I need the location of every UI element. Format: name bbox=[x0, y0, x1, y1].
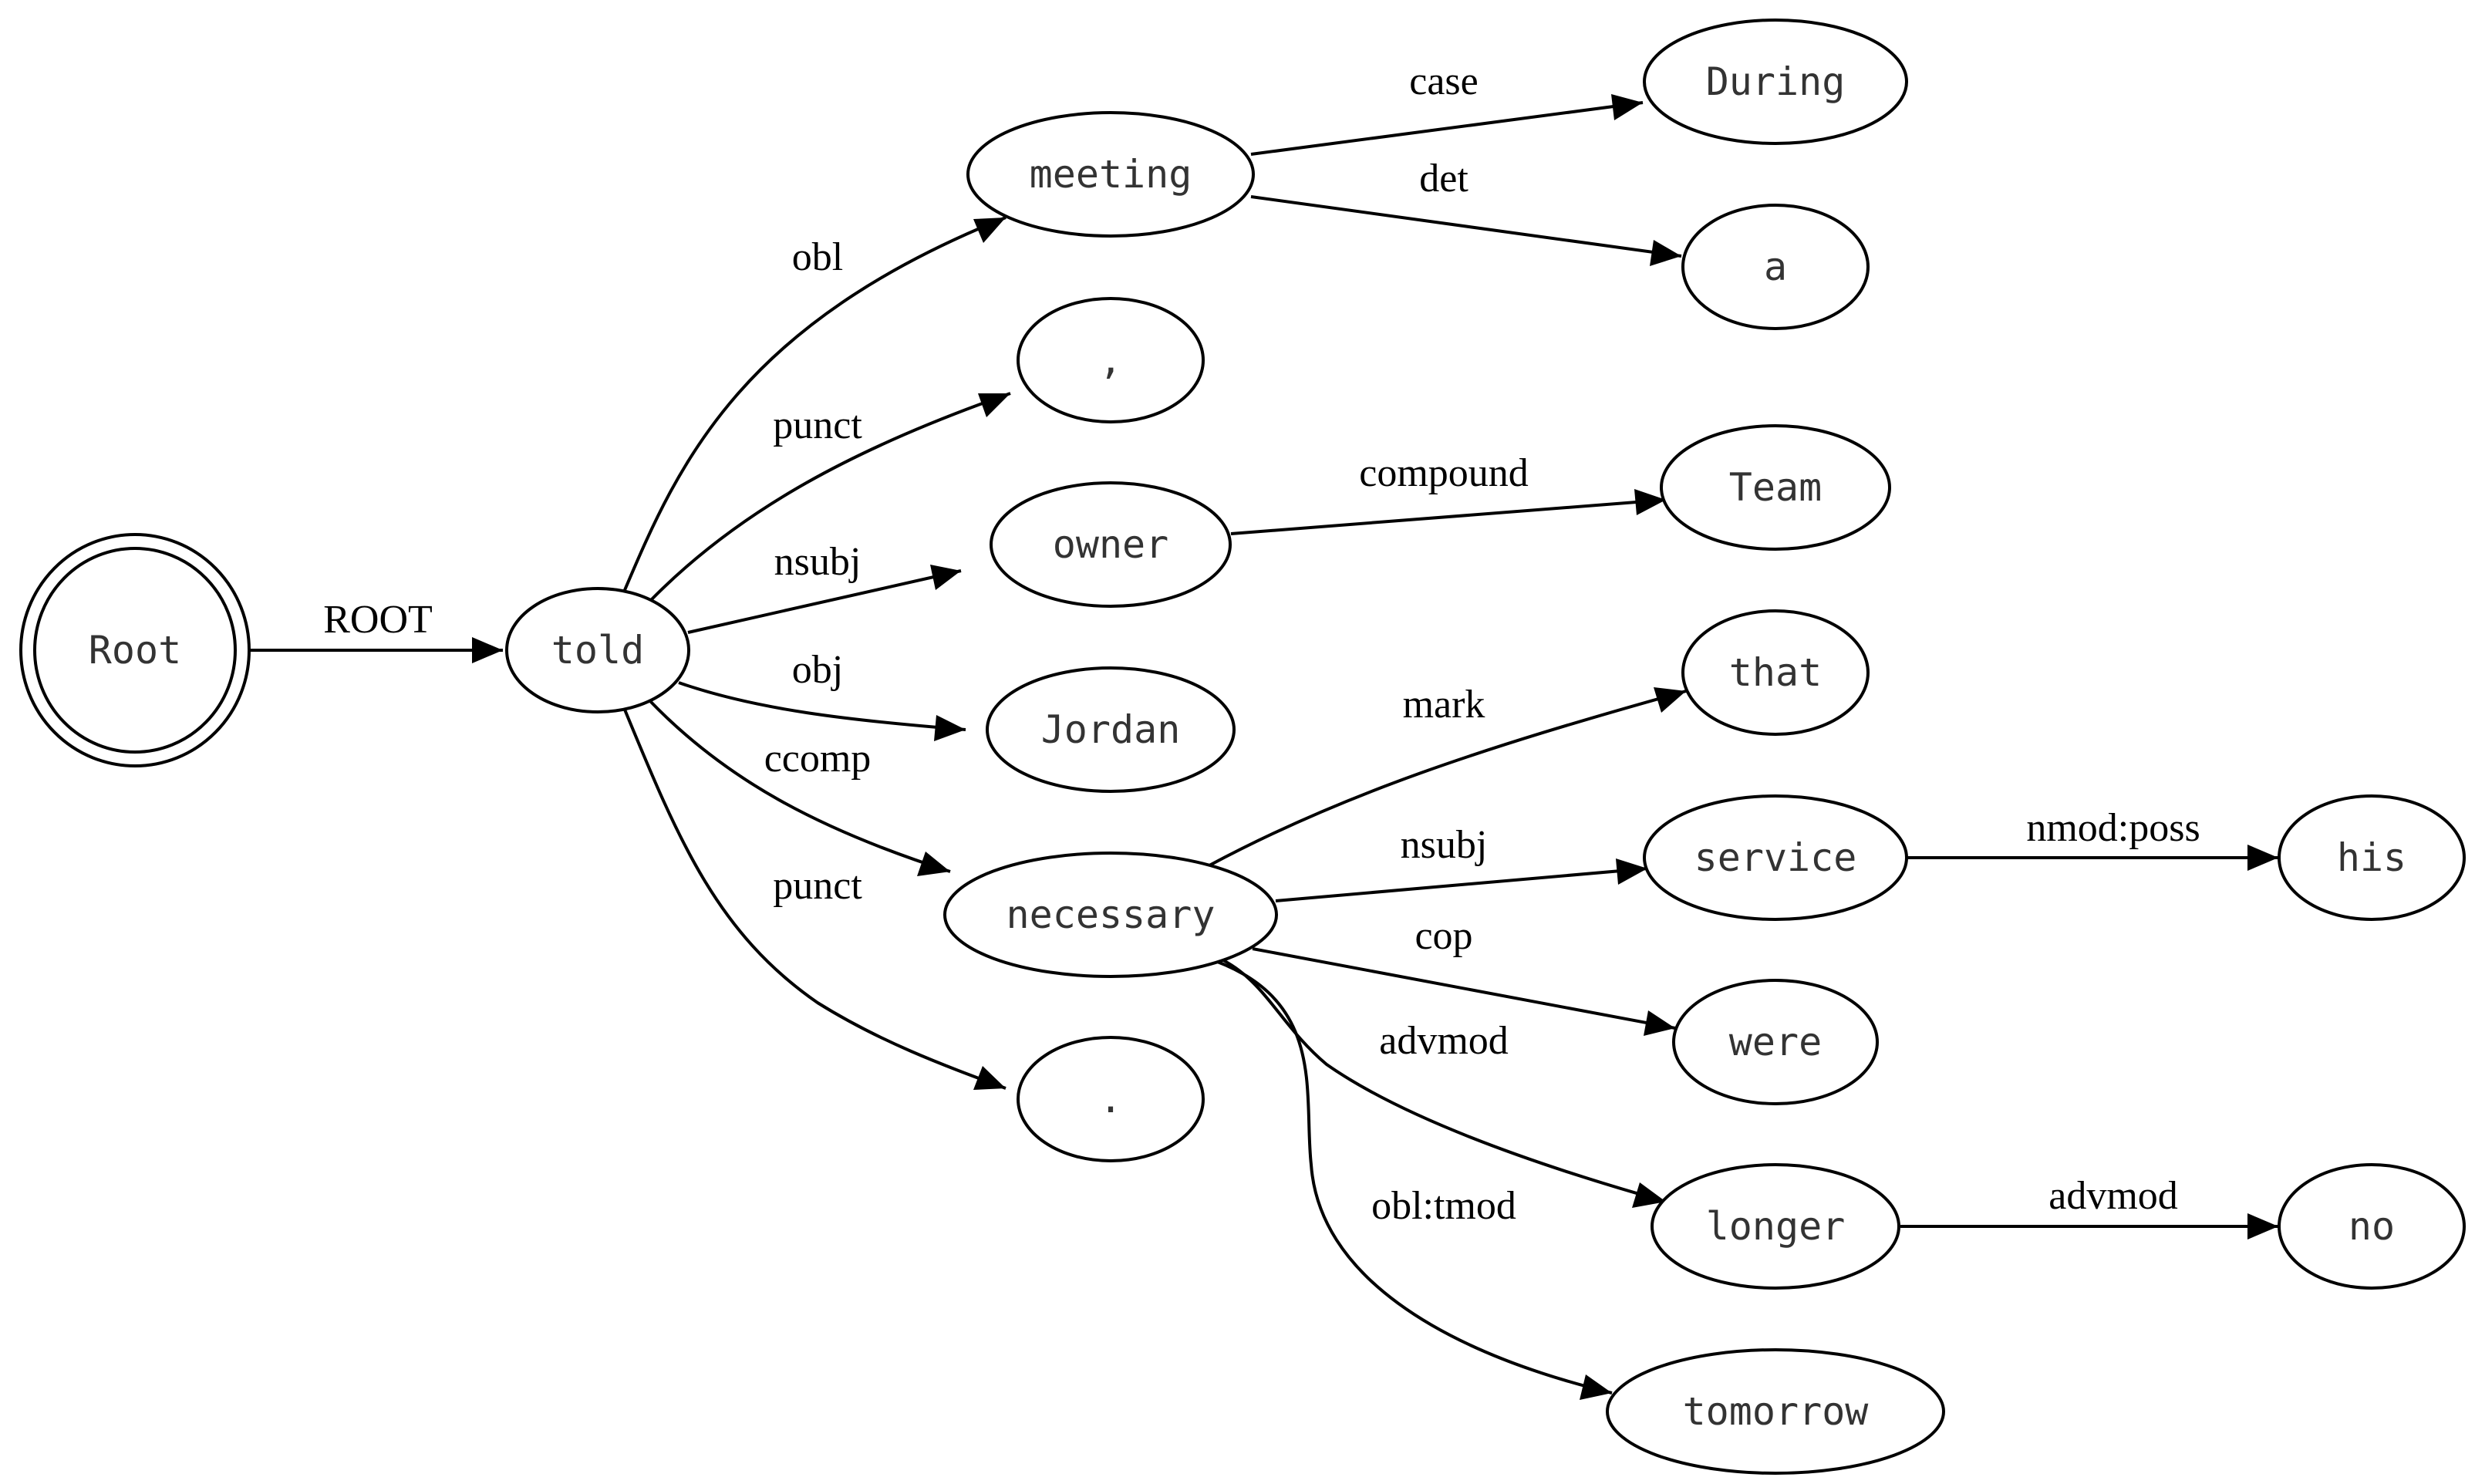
edge-label-mark: mark bbox=[1403, 683, 1485, 727]
edge-label-obl-tmod: obl:tmod bbox=[1371, 1184, 1516, 1228]
arrowhead-told-owner bbox=[930, 565, 961, 590]
edge-label-obl: obl bbox=[792, 235, 843, 279]
node-longer: longer bbox=[1651, 1163, 1900, 1290]
node-label-no: no bbox=[2349, 1204, 2395, 1249]
node-comma: , bbox=[1017, 297, 1205, 423]
node-label-a: a bbox=[1764, 245, 1787, 289]
nodes: Root told meeting , owner Jordan necessa… bbox=[19, 19, 2466, 1475]
edge-service-his: nmod:poss bbox=[1907, 806, 2278, 859]
node-owner: owner bbox=[990, 481, 1232, 608]
edge-label-punct-1: punct bbox=[773, 403, 862, 447]
node-were: were bbox=[1672, 979, 1879, 1105]
edge-told-jordan: obj bbox=[678, 648, 966, 731]
edge-label-obj: obj bbox=[792, 648, 843, 692]
edge-label-ccomp: ccomp bbox=[764, 737, 872, 781]
node-label-jordan: Jordan bbox=[1041, 707, 1181, 752]
arrowhead-longer-no bbox=[2247, 1213, 2278, 1239]
node-meeting: meeting bbox=[966, 111, 1255, 238]
node-service: service bbox=[1643, 794, 1908, 921]
arrowhead-root-told bbox=[472, 637, 503, 663]
arrowhead-told-jordan bbox=[934, 715, 966, 741]
node-a: a bbox=[1681, 204, 1870, 330]
arrowhead-meeting-during bbox=[1611, 94, 1643, 120]
edge-label-punct-2: punct bbox=[773, 864, 862, 908]
arrowhead-service-his bbox=[2247, 845, 2278, 871]
node-period: . bbox=[1017, 1036, 1205, 1162]
node-told: told bbox=[505, 587, 690, 713]
node-label-service: service bbox=[1694, 835, 1857, 880]
node-no: no bbox=[2278, 1163, 2466, 1290]
arrowhead-necessary-were bbox=[1644, 1010, 1675, 1036]
edge-necessary-were: cop bbox=[1252, 914, 1676, 1030]
node-root: Root bbox=[19, 533, 251, 767]
edge-label-nmod-poss: nmod:poss bbox=[2026, 806, 2200, 850]
edge-label-det: det bbox=[1419, 157, 1468, 201]
edge-label-nsubj-1: nsubj bbox=[774, 540, 862, 584]
edge-label-nsubj-2: nsubj bbox=[1401, 823, 1488, 867]
node-necessary: necessary bbox=[943, 852, 1278, 978]
edge-told-comma: punct bbox=[649, 392, 1011, 602]
edge-label-cop: cop bbox=[1415, 914, 1472, 958]
edge-told-period: punct bbox=[623, 709, 1007, 1090]
node-label-root: Root bbox=[89, 628, 181, 673]
node-label-his: his bbox=[2337, 835, 2406, 880]
node-tomorrow: tomorrow bbox=[1606, 1348, 1945, 1475]
arrowhead-necessary-tomorrow bbox=[1580, 1374, 1612, 1400]
edges: ROOT obl punct nsubj obj ccomp punct bbox=[248, 59, 2278, 1395]
edge-told-meeting: obl bbox=[623, 216, 1007, 591]
edge-longer-no: advmod bbox=[1900, 1174, 2278, 1228]
edge-label-advmod-1: advmod bbox=[1379, 1019, 1509, 1063]
arrowhead-told-necessary bbox=[917, 852, 950, 876]
node-label-tomorrow: tomorrow bbox=[1683, 1389, 1870, 1434]
node-label-longer: longer bbox=[1706, 1204, 1846, 1249]
node-label-were: were bbox=[1729, 1020, 1822, 1064]
node-during: During bbox=[1643, 19, 1908, 145]
edge-meeting-during: case bbox=[1250, 59, 1644, 156]
arrowhead-told-meeting bbox=[973, 218, 1006, 243]
node-label-owner: owner bbox=[1053, 522, 1169, 567]
node-label-comma: , bbox=[1099, 338, 1122, 383]
edge-label-root: ROOT bbox=[323, 598, 433, 642]
edge-owner-team: compound bbox=[1230, 451, 1667, 535]
edge-necessary-longer: advmod bbox=[1218, 956, 1667, 1203]
edge-necessary-that: mark bbox=[1209, 683, 1687, 867]
node-label-during: During bbox=[1706, 59, 1846, 104]
arrowhead-meeting-a bbox=[1650, 240, 1681, 266]
edge-necessary-service: nsubj bbox=[1275, 823, 1648, 902]
edge-label-advmod-2: advmod bbox=[2048, 1174, 2178, 1218]
node-that: that bbox=[1681, 609, 1870, 736]
node-label-period: . bbox=[1099, 1077, 1122, 1121]
edge-told-necessary: ccomp bbox=[648, 699, 951, 873]
arrowhead-necessary-service bbox=[1616, 858, 1647, 885]
edge-label-compound: compound bbox=[1359, 451, 1529, 495]
edge-told-owner: nsubj bbox=[687, 540, 962, 634]
node-jordan: Jordan bbox=[986, 666, 1236, 793]
node-label-necessary: necessary bbox=[1007, 892, 1216, 937]
node-label-that: that bbox=[1729, 650, 1822, 695]
node-his: his bbox=[2278, 794, 2466, 921]
arrowheads bbox=[472, 94, 2278, 1400]
edge-label-case: case bbox=[1409, 59, 1478, 103]
edge-meeting-a: det bbox=[1250, 157, 1682, 258]
arrowhead-told-comma bbox=[978, 393, 1010, 417]
node-label-meeting: meeting bbox=[1030, 152, 1192, 197]
node-team: Team bbox=[1660, 424, 1891, 551]
edge-root-told: ROOT bbox=[248, 598, 503, 652]
node-label-team: Team bbox=[1729, 465, 1822, 510]
arrowhead-necessary-that bbox=[1654, 687, 1686, 713]
arrowhead-owner-team bbox=[1634, 489, 1666, 515]
arrowhead-told-period bbox=[973, 1066, 1006, 1090]
node-label-told: told bbox=[551, 628, 644, 673]
arrowhead-necessary-longer bbox=[1632, 1182, 1666, 1208]
edge-necessary-tomorrow: obl:tmod bbox=[1215, 960, 1613, 1395]
